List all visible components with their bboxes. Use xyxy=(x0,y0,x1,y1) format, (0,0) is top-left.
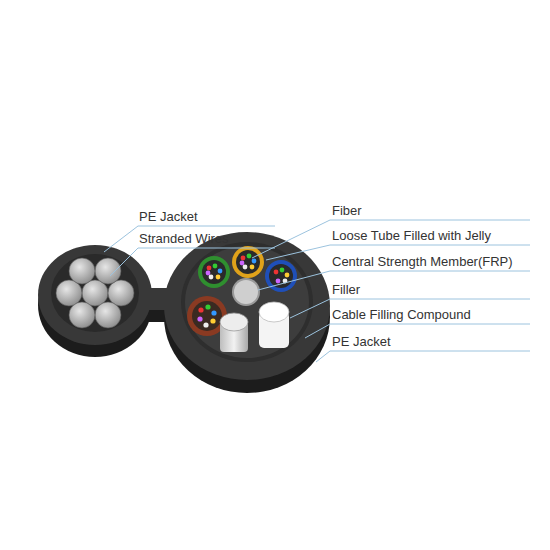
pe-jacket-face xyxy=(38,232,330,380)
callout-label: PE Jacket xyxy=(332,334,391,350)
callout-label: Cable Filling Compound xyxy=(332,307,471,323)
callout-label: Central Strength Member(FRP) xyxy=(332,254,513,270)
cable-core xyxy=(181,242,313,362)
callout-label: Stranded Wires xyxy=(139,231,229,247)
callout-label: Filler xyxy=(332,282,360,298)
strength-member-and-fillers xyxy=(220,278,289,352)
leader-lines xyxy=(104,220,530,362)
callout-label: Fiber xyxy=(332,203,362,219)
callout-label: Loose Tube Filled with Jelly xyxy=(332,228,491,244)
stranded-wires xyxy=(51,254,139,332)
callout-label: PE Jacket xyxy=(139,209,198,225)
